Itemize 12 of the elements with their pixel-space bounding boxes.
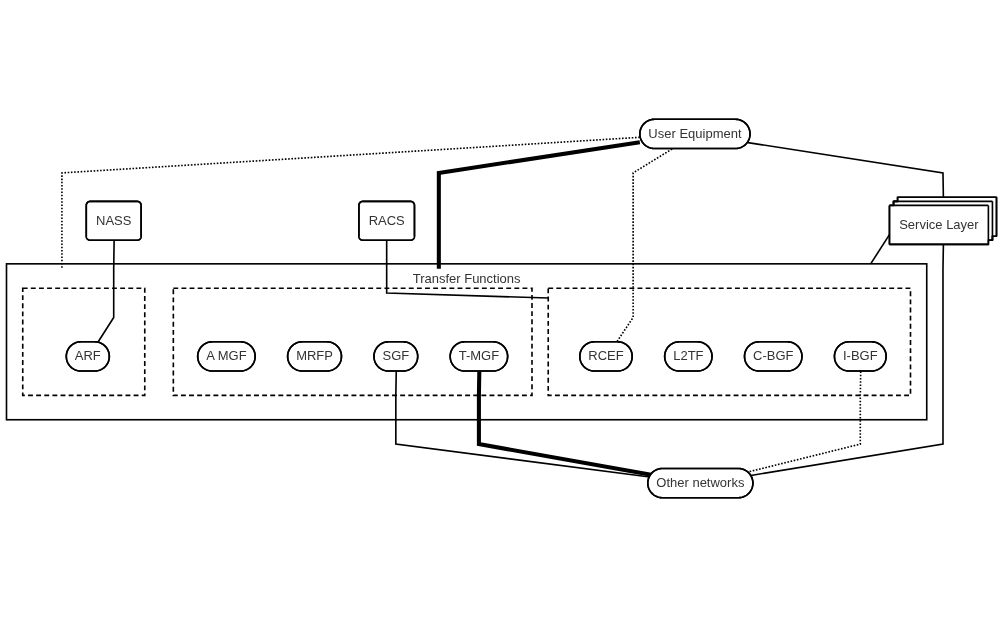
connector: [385, 239, 550, 299]
connector: [61, 136, 641, 270]
connector: [395, 370, 651, 478]
cluster: [547, 287, 912, 397]
connector: [476, 371, 652, 477]
connector: [96, 239, 115, 344]
connector: [615, 148, 673, 343]
cluster: [21, 287, 146, 397]
connector: [869, 233, 891, 265]
connector: [436, 140, 641, 269]
cluster: [172, 287, 533, 397]
cluster: [5, 263, 928, 421]
